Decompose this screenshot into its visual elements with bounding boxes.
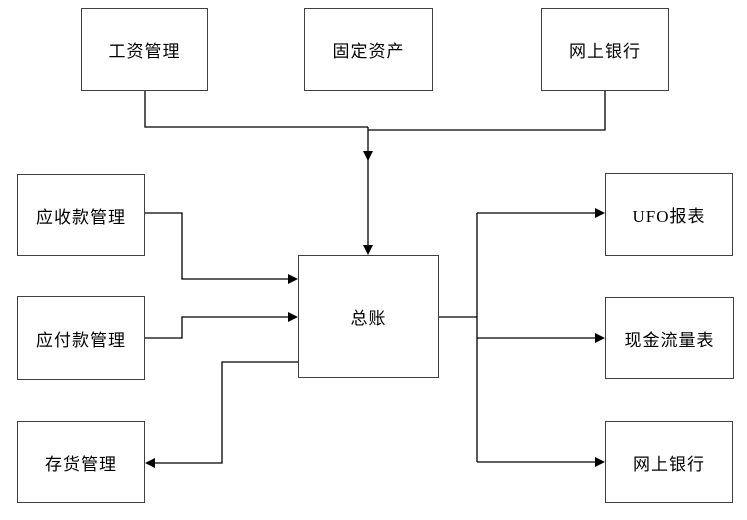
node-general-ledger: 总账	[298, 255, 439, 378]
node-fixed-assets: 固定资产	[304, 8, 433, 91]
connector-ledger-to-inventory	[149, 361, 298, 464]
connector-receivables-to-ledger	[145, 212, 294, 280]
node-salary-label: 工资管理	[108, 42, 181, 61]
arrowhead-inventory	[145, 458, 155, 468]
node-online-banking-top: 网上银行	[541, 8, 669, 91]
node-online-banking-bottom: 网上银行	[605, 421, 733, 503]
node-inventory-label: 存货管理	[45, 454, 117, 474]
node-ufo-report: UFO报表	[605, 173, 733, 256]
node-payables-label: 应付款管理	[36, 330, 126, 350]
arrowhead-receivables	[288, 274, 298, 284]
node-cash-flow-statement: 现金流量表	[605, 297, 734, 379]
node-cash-flow-label: 现金流量表	[624, 330, 715, 350]
arrowhead-bankbottom	[595, 457, 605, 467]
node-salary-management: 工资管理	[81, 8, 208, 91]
arrowhead-ledger-top	[363, 245, 373, 255]
node-receivables-label: 应收款管理	[36, 207, 126, 227]
connector-salary-to-junction	[144, 91, 368, 128]
node-payables-management: 应付款管理	[17, 296, 145, 380]
node-inventory-management: 存货管理	[17, 421, 145, 503]
node-receivables-management: 应收款管理	[17, 174, 145, 256]
connector-payables-to-ledger	[145, 316, 294, 339]
arrowhead-cashflow	[595, 333, 605, 343]
node-general-ledger-label: 总账	[350, 309, 387, 328]
arrowhead-mid-down	[363, 151, 373, 161]
node-fixed-assets-label: 固定资产	[332, 42, 405, 61]
node-online-banking-bottom-label: 网上银行	[633, 454, 705, 474]
arrowhead-ufo	[595, 208, 605, 218]
connector-banktop-to-junction	[368, 91, 606, 131]
node-ufo-report-label: UFO报表	[632, 207, 706, 226]
arrowhead-payables	[288, 312, 298, 322]
node-online-banking-top-label: 网上银行	[569, 42, 641, 61]
